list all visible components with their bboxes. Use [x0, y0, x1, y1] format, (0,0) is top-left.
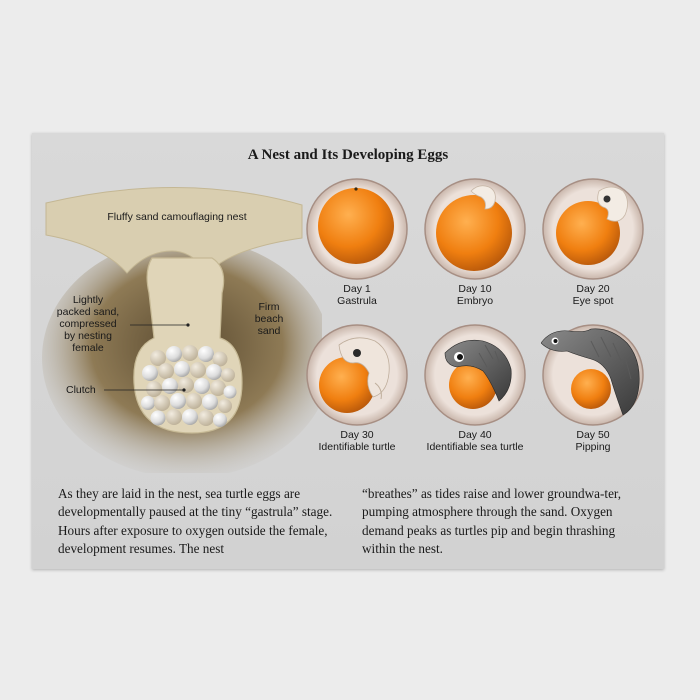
firm-sand-label: Firm beach sand — [254, 301, 284, 337]
packed-sand-label: Lightly packed sand, compressed by nesti… — [56, 294, 120, 354]
stage-day-40: Day 40 Identifiable sea turtle — [420, 323, 530, 453]
stage-day-1: Day 1 Gastrula — [302, 177, 412, 307]
egg-clutch-icon — [141, 345, 237, 427]
sea-turtle-egg-icon — [424, 324, 526, 426]
stage-day-20: Day 20 Eye spot — [538, 177, 648, 307]
body-text-right: “breathes” as tides raise and lower grou… — [362, 486, 622, 557]
nest-diagram-card: A Nest and Its Developing Eggs — [32, 133, 664, 569]
diagram-title: A Nest and Its Developing Eggs — [247, 147, 449, 163]
stage-day-50: Day 50 Pipping — [538, 323, 648, 453]
body-text-left: As they are laid in the nest, sea turtle… — [58, 486, 333, 557]
nest-cross-section — [42, 186, 322, 473]
stage-day-30: Day 30 Identifiable turtle — [302, 323, 412, 453]
stage-day-10: Day 10 Embryo — [420, 177, 530, 307]
identifiable-turtle-egg-icon — [306, 324, 408, 426]
eye-spot-egg-icon — [542, 178, 644, 280]
surface-sand-label: Fluffy sand camouflaging nest — [107, 211, 247, 223]
pipping-egg-icon — [541, 324, 644, 426]
gastrula-egg-icon — [306, 178, 408, 280]
clutch-label: Clutch — [66, 384, 96, 396]
embryo-egg-icon — [424, 178, 526, 280]
